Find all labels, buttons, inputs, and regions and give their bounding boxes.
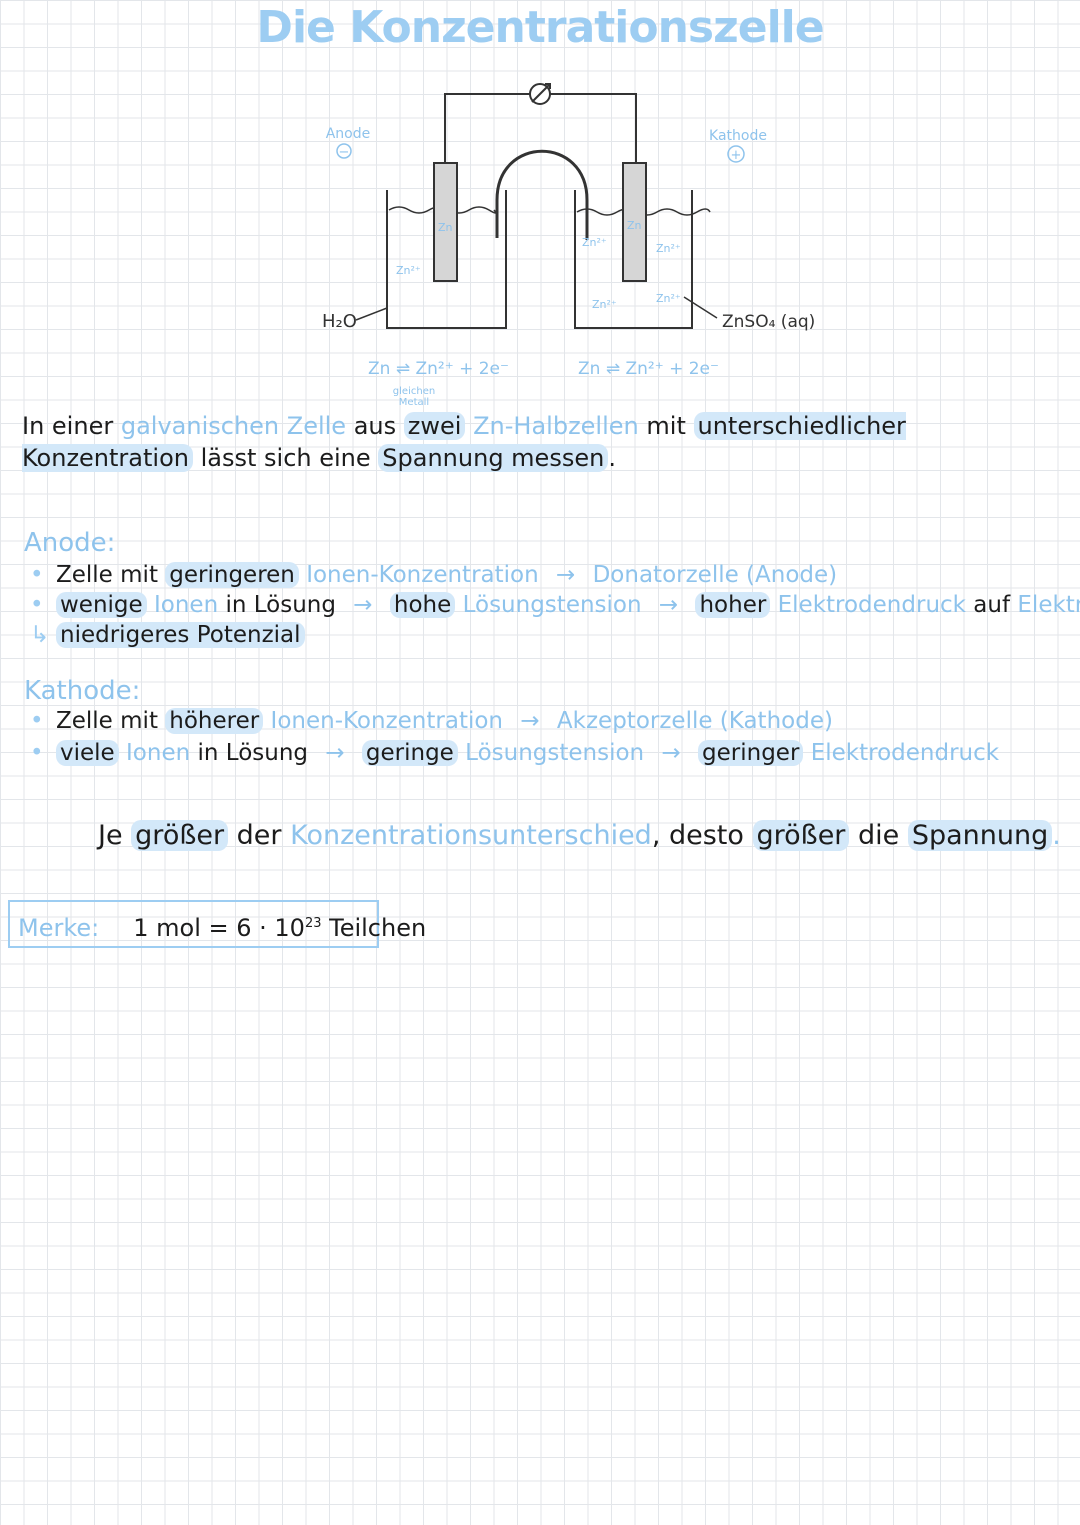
kathode-heading: Kathode:	[24, 676, 141, 706]
return-arrow-icon: ↳	[30, 622, 50, 648]
merke-label: Merke:	[18, 914, 100, 942]
water-label: H₂O	[322, 311, 357, 332]
arrow-icon: →	[556, 562, 576, 588]
note-line2: Metall	[399, 397, 429, 408]
right-electrode-label: Zn	[627, 219, 642, 232]
arrow-icon: →	[353, 592, 373, 618]
anode-line-1: •Zelle mit geringeren Ionen-Konzentratio…	[30, 562, 838, 588]
arrow-icon: →	[658, 592, 679, 618]
equation-right: Zn ⇌ Zn²⁺ + 2e⁻	[578, 359, 719, 379]
bullet: •	[30, 592, 44, 618]
bullet: •	[30, 740, 44, 766]
page-title: Die Konzentrationszelle	[256, 2, 824, 53]
note-line1: gleichen	[393, 386, 435, 397]
bullet: •	[30, 708, 44, 734]
ion-label: Zn²⁺	[656, 242, 681, 255]
ion-label: Zn²⁺	[582, 236, 607, 249]
anode-heading: Anode:	[24, 528, 116, 558]
ion-label: Zn²⁺	[396, 264, 421, 277]
equation-left: Zn ⇌ Zn²⁺ + 2e⁻	[368, 359, 509, 379]
key-sentence: Je größer der Konzentrationsunterschied,…	[98, 820, 1061, 851]
solution-label: ZnSO₄ (aq)	[722, 312, 815, 332]
arrow-icon: →	[520, 708, 540, 734]
cathode-label: Kathode	[709, 128, 767, 144]
bullet: •	[30, 562, 44, 588]
right-beaker	[574, 190, 693, 329]
right-electrode	[622, 162, 647, 282]
concentration-cell-diagram: Anode − Kathode + H₂O ZnSO₄ (aq) Zn Zn Z…	[322, 83, 815, 408]
anode-line-3: ↳niedrigeres Potenzial	[30, 622, 305, 648]
ion-label: Zn²⁺	[656, 292, 681, 305]
plus-icon	[727, 145, 745, 163]
intro-paragraph: In einer galvanischen Zelle aus zwei Zn-…	[22, 412, 906, 472]
anode-line-2: •wenige Ionen in Lösung → hohe Lösungste…	[30, 592, 1080, 618]
merke-box: Merke:1 mol = 6 · 1023 Teilchen	[8, 900, 426, 948]
arrow-icon: →	[325, 740, 345, 766]
kathode-line-2: •viele Ionen in Lösung → geringe Lösungs…	[30, 740, 1000, 766]
left-electrode	[433, 162, 458, 282]
left-electrode-label: Zn	[438, 221, 453, 234]
minus-icon	[336, 143, 352, 159]
svg-text:+: +	[731, 148, 742, 163]
ion-label: Zn²⁺	[592, 298, 617, 311]
anode-label: Anode	[326, 126, 371, 142]
left-beaker	[386, 190, 507, 329]
kathode-line-1: •Zelle mit höherer Ionen-Konzentration →…	[30, 708, 833, 734]
svg-text:−: −	[339, 145, 350, 160]
arrow-icon: →	[661, 740, 681, 766]
salt-bridge	[495, 149, 589, 240]
